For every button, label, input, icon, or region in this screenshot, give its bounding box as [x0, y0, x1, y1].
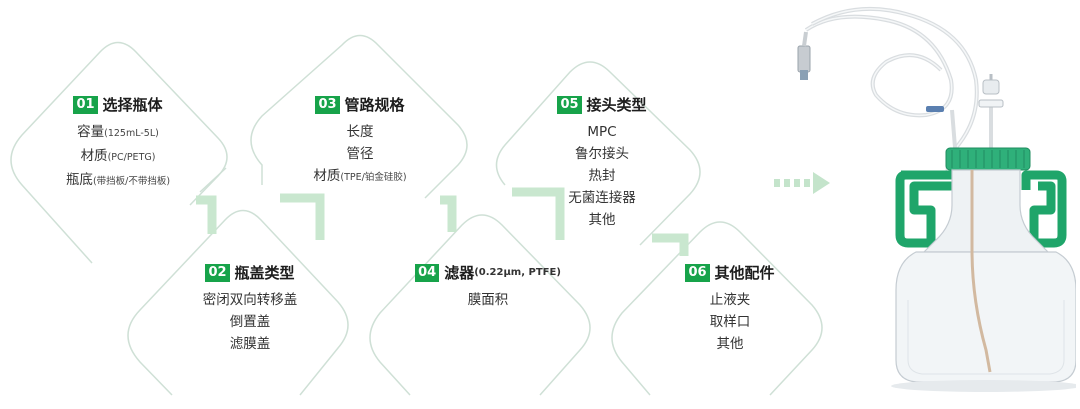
step-item: 无菌连接器: [512, 187, 692, 209]
item-main: 热封: [588, 168, 616, 184]
step-item: 膜面积: [388, 289, 588, 311]
item-main: 滤膜盖: [229, 336, 271, 352]
diamond-outline-01: [10, 41, 228, 264]
item-main: 无菌连接器: [568, 190, 636, 206]
step-item-list: 长度 管径 材质(TPE/铂金硅胶): [270, 121, 450, 189]
step-item: MPC: [512, 121, 692, 143]
step-item-list: 止液夹 取样口 其他: [630, 289, 830, 355]
diamond-outline-06: [611, 221, 823, 396]
step-item: 密闭双向转移盖: [150, 289, 350, 311]
step-title-text: 其他配件: [714, 264, 775, 282]
step-item: 滤膜盖: [150, 333, 350, 355]
step-title-text: 瓶盖类型: [234, 264, 295, 282]
step-title-text: 滤器: [444, 264, 475, 282]
connector-03-04: [440, 195, 457, 232]
item-main: 密闭双向转移盖: [202, 292, 298, 308]
item-main: MPC: [587, 124, 617, 140]
connector-05-06: [652, 233, 689, 256]
step-number: 06: [685, 263, 710, 282]
step-item: 长度: [270, 121, 450, 143]
step-item-list: 容量(125mL-5L) 材质(PC/PETG) 瓶底(带挡板/不带挡板): [28, 121, 208, 193]
step-item: 瓶底(带挡板/不带挡板): [28, 169, 208, 193]
step-number: 02: [205, 263, 230, 282]
step-item: 其他: [630, 333, 830, 355]
step-number: 03: [315, 95, 340, 114]
item-main: 膜面积: [467, 292, 509, 308]
item-main: 其他: [716, 336, 744, 352]
diamond-outline-02: [127, 167, 349, 396]
item-main: 材质: [313, 168, 341, 184]
connector-02-03: [280, 193, 325, 240]
step-item: 鲁尔接头: [512, 143, 692, 165]
step-number: 04: [415, 263, 440, 282]
step-item-list: MPC 鲁尔接头 热封 无菌连接器 其他: [512, 121, 692, 231]
dashed-arrow-icon: [774, 172, 834, 198]
diamond-outline-04: [369, 214, 591, 396]
step-item: 容量(125mL-5L): [28, 121, 208, 145]
step-item-list: 密闭双向转移盖 倒置盖 滤膜盖: [150, 289, 350, 355]
step-number: 05: [557, 95, 582, 114]
item-sub: (带挡板/不带挡板): [92, 176, 171, 187]
step-title-sub: (0.22μm, PTFE): [474, 267, 561, 278]
step-item: 其他: [512, 209, 692, 231]
step-item: 材质(PC/PETG): [28, 145, 208, 169]
step-number: 01: [73, 95, 98, 114]
step-title-text: 管路规格: [344, 96, 405, 114]
item-main: 容量: [77, 124, 105, 140]
item-main: 长度: [346, 124, 374, 140]
item-main: 倒置盖: [229, 314, 271, 330]
item-sub: (TPE/铂金硅胶): [340, 172, 407, 183]
step-item: 止液夹: [630, 289, 830, 311]
item-main: 瓶底: [65, 172, 93, 188]
item-main: 其他: [588, 212, 616, 228]
connector-04-05: [512, 187, 565, 240]
step-item: 取样口: [630, 311, 830, 333]
diamond-outline-05: [495, 61, 701, 246]
step-item: 材质(TPE/铂金硅胶): [270, 165, 450, 189]
item-main: 管径: [346, 146, 374, 162]
step-item: 倒置盖: [150, 311, 350, 333]
item-main: 材质: [80, 148, 108, 164]
item-main: 取样口: [709, 314, 751, 330]
item-sub: (125mL-5L): [104, 128, 159, 139]
step-title-text: 选择瓶体: [102, 96, 163, 114]
item-sub: (PC/PETG): [107, 152, 156, 163]
diamond-outline-03: [250, 34, 468, 199]
step-title-text: 接头类型: [586, 96, 647, 114]
item-main: 止液夹: [709, 292, 751, 308]
bottle-assembly-icon: [776, 0, 1080, 409]
step-item: 管径: [270, 143, 450, 165]
item-main: 鲁尔接头: [575, 146, 629, 162]
step-item: 热封: [512, 165, 692, 187]
step-item-list: 膜面积: [388, 289, 588, 311]
connector-01-02: [196, 195, 217, 234]
